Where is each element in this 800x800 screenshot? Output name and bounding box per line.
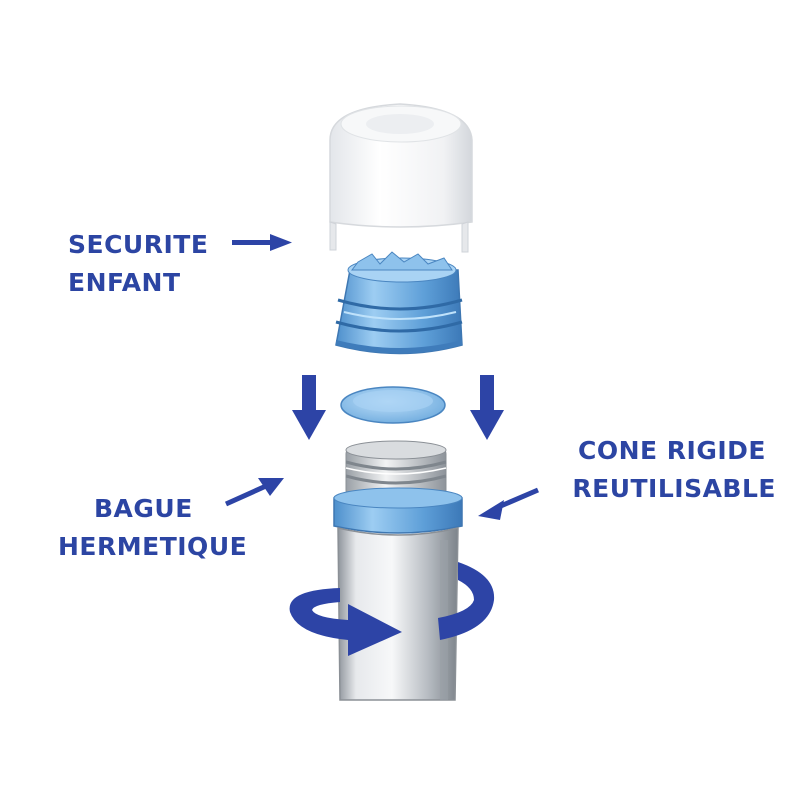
pointer-arrow-seal-ring [224, 478, 284, 507]
child-safety-label-line2: ENFANT [68, 268, 181, 297]
child-safety-label: SECURITE ENFANT [68, 226, 208, 302]
seal-ring-label: BAGUE HERMETIQUE [58, 490, 247, 566]
down-arrow-right [470, 375, 504, 440]
pointer-arrow-rigid-cone [478, 487, 539, 520]
rigid-cone-label: CONE RIGIDE REUTILISABLE [548, 432, 776, 508]
down-arrow-left [292, 375, 326, 440]
seal-ring-label-line1: BAGUE [94, 494, 193, 523]
rigid-cone-label-line1: CONE RIGIDE [577, 436, 766, 465]
child-safety-cap [329, 103, 473, 253]
rigid-cone-label-line2: REUTILISABLE [572, 474, 776, 503]
blue-seal-disk [340, 386, 446, 424]
rotation-arrow-left [289, 588, 402, 656]
blue-threaded-insert [335, 251, 463, 355]
rigid-cone-threads [345, 440, 447, 497]
pointer-arrow-child-safety [232, 234, 292, 251]
seal-ring-label-line2: HERMETIQUE [58, 532, 248, 561]
rotation-arrow-right [438, 562, 495, 640]
child-safety-label-line1: SECURITE [68, 230, 209, 259]
blue-seal-ring [333, 487, 463, 534]
